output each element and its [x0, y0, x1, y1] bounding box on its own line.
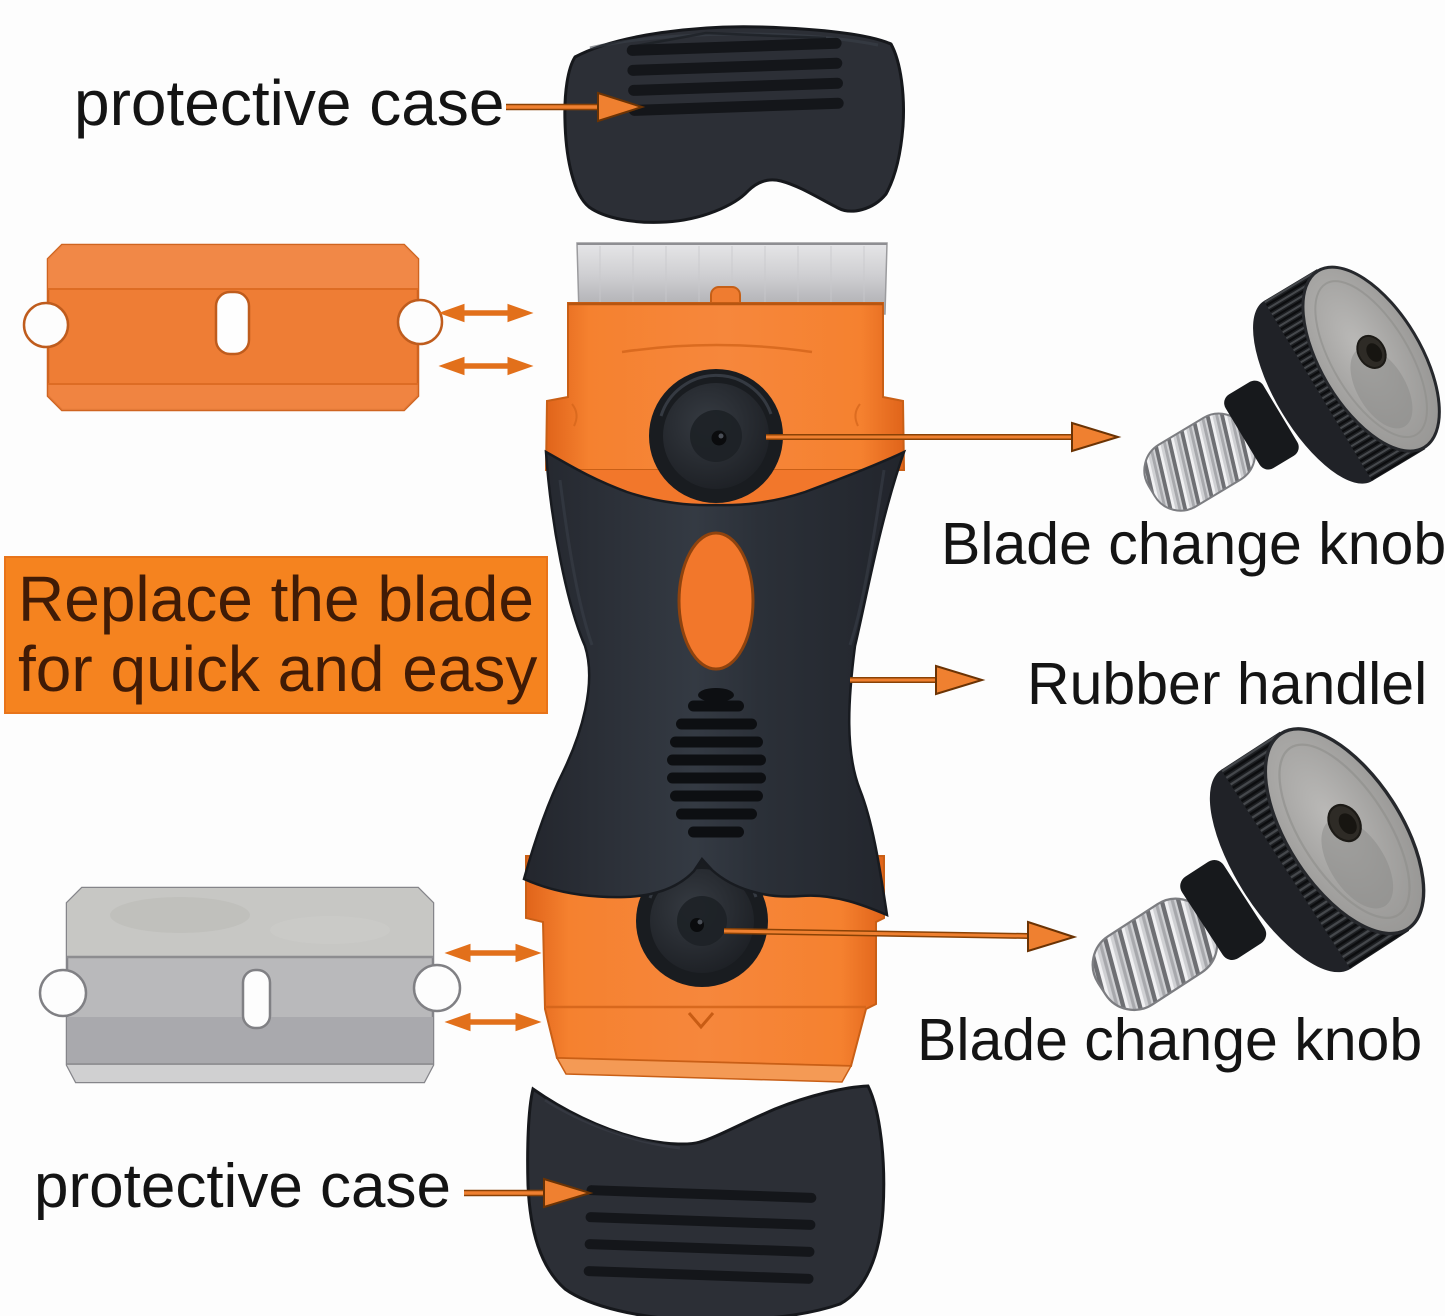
lower-knob-disc	[636, 855, 768, 987]
label-blade-change-knob-top: Blade change knob	[941, 511, 1445, 577]
scraper-body-illustration	[522, 242, 907, 1083]
mounted-silver-blade	[576, 242, 888, 316]
steel-blade-illustration	[38, 886, 462, 1084]
bottom-case-ridges	[583, 1185, 817, 1284]
arrow-bottom-protective-case	[464, 1177, 594, 1209]
label-protective-case-bottom: protective case	[34, 1152, 451, 1221]
note-line-2: for quick and easy	[18, 633, 538, 705]
blade-slide-arrows-top	[438, 303, 534, 376]
arrow-blade-change-knob-lower	[723, 920, 1078, 953]
arrow-top-protective-case	[506, 91, 646, 123]
blade-slide-arrows-bottom	[444, 943, 542, 1032]
replace-blade-note: Replace the blade for quick and easy	[4, 556, 548, 714]
note-line-1: Replace the blade	[18, 563, 534, 635]
handle-orange-inlay	[677, 531, 755, 671]
bottom-protective-case-illustration	[526, 1084, 886, 1316]
label-blade-change-knob-bottom: Blade change knob	[917, 1007, 1423, 1073]
steel-blade-right-notch	[412, 963, 462, 1013]
label-protective-case-top: protective case	[74, 67, 505, 139]
blade-change-knob-upper-illustration	[1143, 265, 1441, 512]
label-rubber-handle: Rubber handlel	[1027, 651, 1428, 717]
top-protective-case-illustration	[563, 25, 905, 224]
steel-blade-left-notch	[38, 968, 88, 1018]
upper-knob-disc	[649, 369, 783, 503]
arrow-rubber-handle	[850, 664, 986, 696]
top-case-ridges	[626, 37, 844, 116]
plastic-blade-illustration	[22, 243, 444, 412]
plastic-blade-left-notch	[22, 301, 70, 349]
rubber-handle	[522, 449, 907, 918]
handle-grip-ribs	[667, 688, 766, 838]
plastic-blade-right-notch	[396, 298, 444, 346]
arrow-blade-change-knob-upper	[766, 421, 1122, 453]
blade-change-knob-lower-illustration	[1091, 727, 1426, 1012]
